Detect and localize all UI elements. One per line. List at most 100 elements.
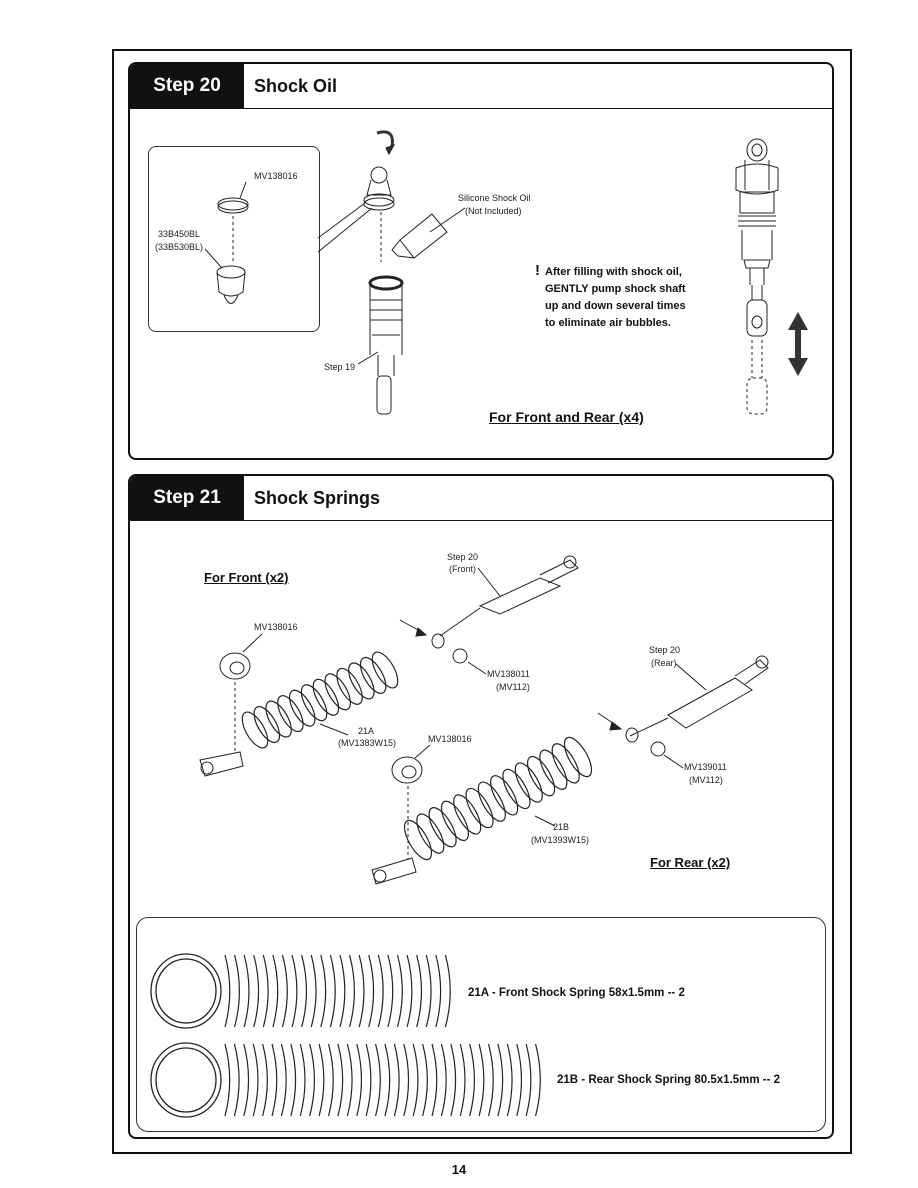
rear-spring-spec: 21B - Rear Shock Spring 80.5x1.5mm -- 2	[557, 1074, 781, 1086]
pump-note-line-1: After filling with shock oil,	[545, 266, 682, 278]
front-spring-label: 21A	[358, 726, 375, 736]
spring-coil	[453, 794, 482, 835]
spring-coil	[375, 1043, 391, 1117]
spring-coil	[277, 695, 304, 733]
inset-part-body-alt-label: (33B530BL)	[155, 242, 204, 252]
rear-spring-code: (MV1393W15)	[531, 835, 590, 845]
spring-coil	[487, 1043, 504, 1117]
front-key-spring-coils	[224, 954, 451, 1028]
spring-coil	[526, 755, 556, 797]
spring-coil	[265, 700, 292, 738]
spring-coil	[403, 819, 433, 861]
spring-coil	[525, 1043, 541, 1117]
front-spring-coils	[241, 651, 399, 749]
step20-panel: Step 20 Shock Oil	[128, 62, 834, 460]
spring-coil	[539, 749, 568, 790]
spring-coil	[348, 662, 375, 700]
page-number: 14	[451, 1162, 467, 1177]
spring-coil	[243, 1043, 259, 1117]
pump-note-line-3: up and down several times	[545, 300, 686, 312]
spring-coil	[356, 1043, 372, 1117]
oil-label: Silicone Shock Oil	[458, 193, 531, 203]
inset-part-body-label: 33B450BL	[158, 229, 201, 239]
page-frame	[112, 49, 852, 1154]
pump-note-line-2: GENTLY pump shock shaft	[545, 283, 686, 295]
spring-coil	[281, 954, 298, 1028]
step21-header: Step 21 Shock Springs	[130, 476, 832, 521]
spring-coil	[431, 1043, 447, 1117]
spring-key-box	[136, 917, 826, 1132]
rear-spring-label: 21B	[553, 822, 570, 832]
front-spring-spec: 21A - Front Shock Spring 58x1.5mm -- 2	[468, 987, 685, 999]
spring-coil	[514, 762, 543, 803]
rear-ball-alt-label: (MV112)	[689, 775, 723, 785]
pump-note: After filling with shock oil, GENTLY pum…	[545, 264, 686, 332]
step21-label: Step 21	[130, 476, 244, 520]
front-step-sub: (Front)	[449, 564, 476, 574]
spring-coil	[551, 743, 580, 784]
spring-coil	[450, 1043, 466, 1117]
front-spring-end-ring	[150, 953, 222, 1029]
front-step-ref: Step 20	[447, 552, 479, 562]
spring-coil	[502, 768, 531, 810]
spring-coil	[428, 807, 457, 848]
spring-coil	[243, 954, 260, 1028]
spring-coil	[490, 775, 519, 816]
step19-ref: Step 19	[324, 362, 356, 372]
front-spring-code: (MV1383W15)	[338, 738, 397, 748]
rear-step-sub: (Rear)	[651, 658, 677, 668]
inset-part-cap-label: MV138016	[254, 171, 298, 181]
front-ball-alt-label: (MV112)	[496, 682, 530, 692]
spring-coil	[288, 689, 316, 727]
spring-coil	[253, 706, 281, 744]
spring-coil	[416, 954, 432, 1028]
spring-coil	[416, 813, 445, 854]
front-heading: For Front (x2)	[204, 570, 289, 585]
spring-coil	[469, 1043, 485, 1117]
spring-coil	[320, 954, 336, 1028]
spring-coil	[358, 954, 375, 1028]
spring-coil	[324, 673, 352, 711]
spring-coil	[440, 800, 470, 842]
spring-coil	[301, 954, 317, 1028]
spring-coil	[224, 954, 240, 1028]
spring-coil	[477, 781, 506, 822]
spring-coil	[563, 736, 593, 778]
spring-coil	[312, 678, 340, 716]
spring-coil	[371, 651, 399, 689]
rear-ball-label: MV139011	[684, 762, 727, 772]
spring-coil	[506, 1043, 523, 1117]
rear-spring-end-ring	[150, 1042, 222, 1118]
spring-coil	[280, 1043, 297, 1117]
spring-coil	[435, 954, 451, 1028]
spring-coil	[262, 1043, 278, 1117]
step21-title: Shock Springs	[254, 488, 381, 508]
rear-heading: For Rear (x2)	[650, 855, 731, 870]
step20-header: Step 20 Shock Oil	[130, 64, 832, 109]
spring-coil	[465, 787, 494, 829]
spring-coil	[396, 954, 413, 1028]
front-cap-label: MV138016	[254, 622, 298, 632]
step20-inset-box	[148, 146, 320, 332]
rear-step-ref: Step 20	[649, 645, 681, 655]
spring-coil	[377, 954, 394, 1028]
warning-mark: !	[535, 262, 540, 279]
rear-cap-label: MV138016	[428, 734, 472, 744]
spring-coil	[241, 711, 269, 749]
spring-coil	[393, 1043, 410, 1117]
spring-coil	[337, 1043, 353, 1117]
spring-coil	[262, 954, 279, 1028]
spring-coil	[300, 684, 328, 722]
step21-panel: Step 21 Shock Springs	[128, 474, 834, 1139]
spring-coil	[412, 1043, 428, 1117]
pump-note-line-4: to eliminate air bubbles.	[545, 317, 671, 329]
rear-key-spring-coils	[224, 1043, 541, 1117]
oil-sublabel: (Not Included)	[465, 206, 522, 216]
front-ball-label: MV138011	[487, 669, 530, 679]
